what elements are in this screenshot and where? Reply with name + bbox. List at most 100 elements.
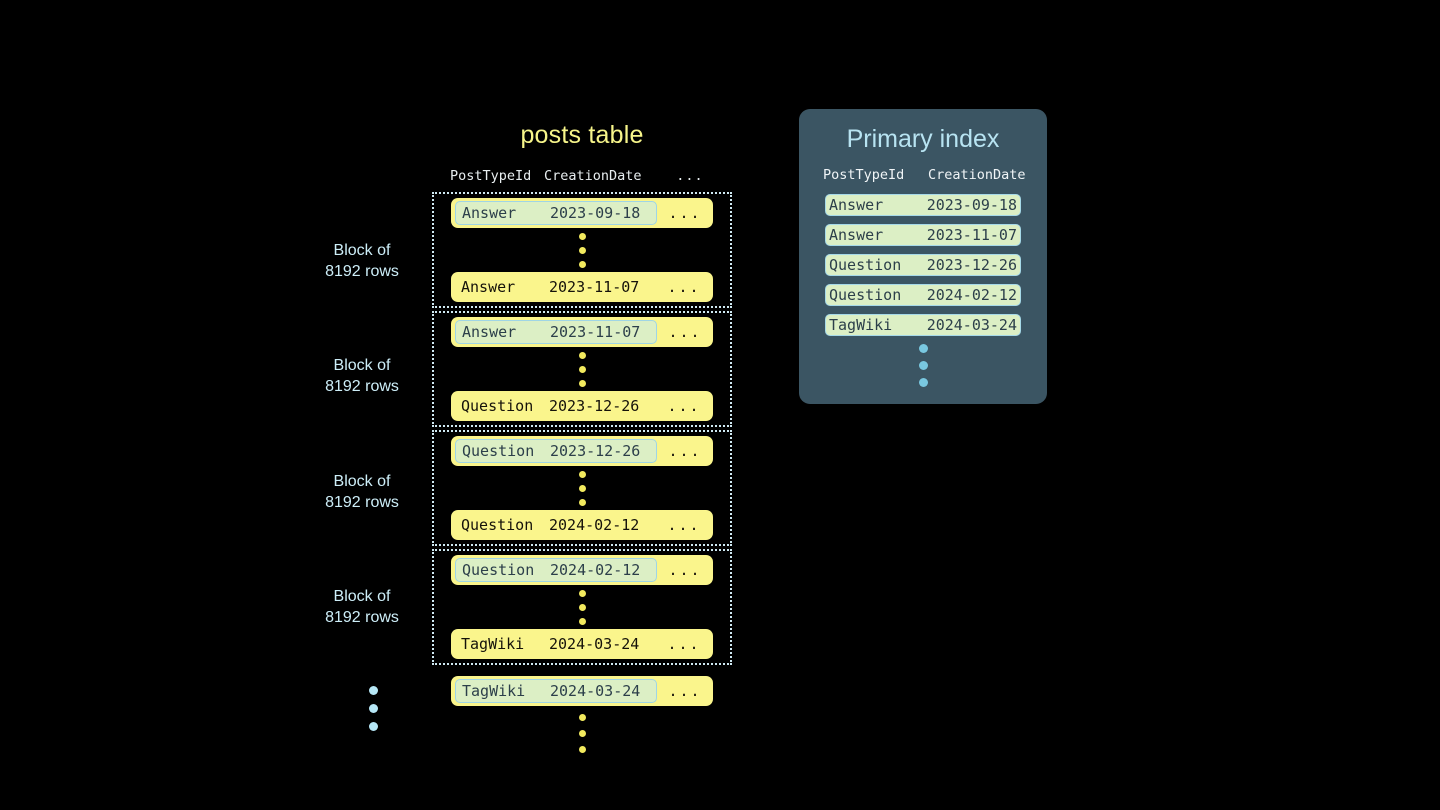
cell-creationdate: 2024-02-12 xyxy=(549,516,640,534)
rows-ellipsis-icon xyxy=(434,228,730,272)
index-row: Question 2024-02-12 xyxy=(825,284,1021,306)
block-1: Answer 2023-09-18 ... Answer 2023-11-07 … xyxy=(432,192,732,308)
row-cells: Answer 2023-11-07 xyxy=(455,275,655,299)
cell-posttypeid: Question xyxy=(462,442,535,460)
posts-table: posts table PostTypeId CreationDate ... … xyxy=(432,120,732,764)
dot xyxy=(918,344,928,353)
cell-ellipsis: ... xyxy=(668,323,702,341)
dot xyxy=(578,260,586,268)
index-column-header-creationdate: CreationDate xyxy=(928,167,1026,183)
cell-creationdate: 2024-02-12 xyxy=(550,561,641,579)
block-label-2-line1: Block of xyxy=(333,357,391,374)
block-label-2: Block of 8192 rows xyxy=(300,355,424,397)
cell-ellipsis: ... xyxy=(668,682,702,700)
index-cell-creationdate: 2024-03-24 xyxy=(926,316,1017,334)
block-label-4-line2: 8192 rows xyxy=(325,609,399,626)
column-header-posttypeid: PostTypeId xyxy=(450,168,532,184)
cell-ellipsis: ... xyxy=(667,516,701,534)
block-label-3: Block of 8192 rows xyxy=(300,471,424,513)
dot xyxy=(578,589,586,597)
dot xyxy=(578,603,586,611)
row-cells: TagWiki 2024-03-24 xyxy=(455,632,655,656)
column-header-ellipsis: ... xyxy=(676,168,704,184)
block-label-1-line1: Block of xyxy=(333,242,391,259)
primary-index-rows: Answer 2023-09-18 Answer 2023-11-07 Ques… xyxy=(799,194,1047,387)
dot xyxy=(369,686,378,695)
cell-posttypeid: Question xyxy=(462,561,535,579)
table-row: Answer 2023-11-07 ... xyxy=(451,272,713,302)
row-cells: Question 2023-12-26 xyxy=(455,394,655,418)
cell-posttypeid: Answer xyxy=(461,278,516,296)
cell-creationdate: 2023-11-07 xyxy=(549,278,640,296)
dot xyxy=(578,617,586,625)
cell-posttypeid: Question xyxy=(461,516,534,534)
table-row: Question 2024-02-12 ... xyxy=(451,510,713,540)
rows-ellipsis-icon xyxy=(434,585,730,629)
block-4: Question 2024-02-12 ... TagWiki 2024-03-… xyxy=(432,549,732,665)
dot xyxy=(918,361,928,370)
row-cells: Question 2024-02-12 xyxy=(455,513,655,537)
table-row: TagWiki 2024-03-24 ... xyxy=(451,629,713,659)
cell-creationdate: 2023-12-26 xyxy=(549,397,640,415)
table-row: Answer 2023-11-07 ... xyxy=(451,317,713,347)
dot xyxy=(578,365,586,373)
cell-posttypeid: Answer xyxy=(462,323,517,341)
block-label-1-line2: 8192 rows xyxy=(325,263,399,280)
index-cell-posttypeid: Answer xyxy=(829,196,884,214)
dot xyxy=(578,379,586,387)
table-row: Question 2023-12-26 ... xyxy=(451,436,713,466)
table-bottom-ellipsis-icon xyxy=(432,714,732,764)
rows-ellipsis-icon xyxy=(434,466,730,510)
index-cell-creationdate: 2023-11-07 xyxy=(926,226,1017,244)
index-cell-creationdate: 2023-09-18 xyxy=(926,196,1017,214)
cell-creationdate: 2024-03-24 xyxy=(550,682,641,700)
block-label-1: Block of 8192 rows xyxy=(300,240,424,282)
dot xyxy=(369,722,378,731)
index-row: Question 2023-12-26 xyxy=(825,254,1021,276)
block-3: Question 2023-12-26 ... Question 2024-02… xyxy=(432,430,732,546)
dot xyxy=(578,746,586,753)
index-cell-creationdate: 2023-12-26 xyxy=(926,256,1017,274)
index-column-header-posttypeid: PostTypeId xyxy=(823,167,905,183)
index-row: Answer 2023-09-18 xyxy=(825,194,1021,216)
dot xyxy=(578,730,586,737)
index-row: Answer 2023-11-07 xyxy=(825,224,1021,246)
primary-index-title: Primary index xyxy=(846,125,1000,153)
dot xyxy=(578,498,586,506)
cell-ellipsis: ... xyxy=(668,442,702,460)
dot xyxy=(578,484,586,492)
rows-ellipsis-icon xyxy=(434,347,730,391)
cell-ellipsis: ... xyxy=(667,397,701,415)
cell-ellipsis: ... xyxy=(667,278,701,296)
row-index-mark: Answer 2023-09-18 xyxy=(455,201,657,225)
index-cell-creationdate: 2024-02-12 xyxy=(926,286,1017,304)
block-label-4-line1: Block of xyxy=(333,588,391,605)
table-row-trailing: TagWiki 2024-03-24 ... xyxy=(451,676,713,706)
posts-table-column-headers: PostTypeId CreationDate ... xyxy=(432,166,732,186)
block-label-2-line2: 8192 rows xyxy=(325,378,399,395)
table-row: Question 2023-12-26 ... xyxy=(451,391,713,421)
index-cell-posttypeid: TagWiki xyxy=(829,316,893,334)
index-cell-posttypeid: Question xyxy=(829,286,902,304)
dot xyxy=(578,351,586,359)
table-row: Answer 2023-09-18 ... xyxy=(451,198,713,228)
index-cell-posttypeid: Question xyxy=(829,256,902,274)
row-index-mark: TagWiki 2024-03-24 xyxy=(455,679,657,703)
cell-ellipsis: ... xyxy=(668,204,702,222)
posts-table-title: posts table xyxy=(520,121,644,149)
cell-creationdate: 2024-03-24 xyxy=(549,635,640,653)
block-2: Answer 2023-11-07 ... Question 2023-12-2… xyxy=(432,311,732,427)
index-row: TagWiki 2024-03-24 xyxy=(825,314,1021,336)
cell-creationdate: 2023-11-07 xyxy=(550,323,641,341)
index-cell-posttypeid: Answer xyxy=(829,226,884,244)
row-index-mark: Answer 2023-11-07 xyxy=(455,320,657,344)
cell-ellipsis: ... xyxy=(668,561,702,579)
dot xyxy=(918,378,928,387)
column-header-creationdate: CreationDate xyxy=(544,168,642,184)
table-row: Question 2024-02-12 ... xyxy=(451,555,713,585)
cell-posttypeid: TagWiki xyxy=(462,682,526,700)
primary-index-panel: Primary index PostTypeId CreationDate An… xyxy=(799,109,1047,404)
index-ellipsis-icon xyxy=(825,344,1021,387)
cell-posttypeid: Question xyxy=(461,397,534,415)
